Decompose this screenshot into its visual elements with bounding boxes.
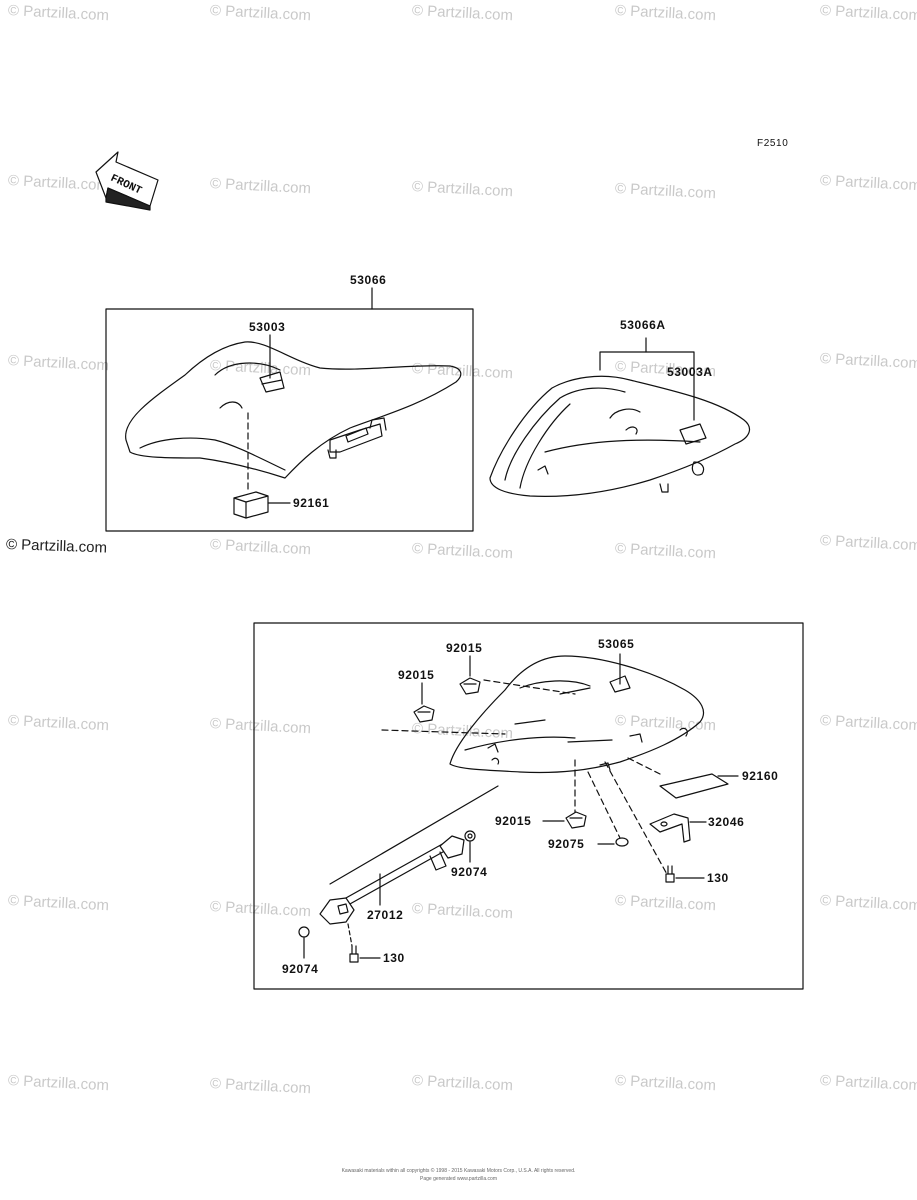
dashed-92015-b [381,729,506,735]
seat-base-53065-drawing [449,655,705,774]
clip-92015-top-drawing [459,677,481,695]
dashed-92015-a [483,679,576,695]
part-92160-drawing [659,773,729,799]
seat-assembly-box [105,308,474,532]
bracket-53066A [599,351,695,421]
part-label-92074-right: 92074 [451,865,488,879]
part-label-130-right: 130 [707,871,729,885]
part-32046-drawing [649,813,691,843]
part-label-27012: 27012 [367,908,404,922]
part-label-53066A: 53066A [620,318,666,332]
part-label-92015-bottom: 92015 [495,814,532,828]
part-92161-drawing [233,491,269,519]
bolt-130-left-drawing [349,945,359,963]
seat-parts-box [253,622,804,990]
clip-92015-left-drawing [413,705,435,723]
part-label-92015-left: 92015 [398,668,435,682]
rod-27012-drawing [319,835,465,925]
part-92074-right-drawing [464,830,476,842]
part-label-53066: 53066 [350,273,387,287]
part-label-92161: 92161 [293,496,330,510]
copyright-line-2: Page generated www.partzilla.com [420,1176,497,1182]
part-label-92160: 92160 [742,769,779,783]
figure-code: F2510 [757,138,789,149]
part-label-92074-left: 92074 [282,962,319,976]
front-arrow-icon: FRONT [95,151,159,211]
part-label-53065: 53065 [598,637,635,651]
seat-cowl-53066A-drawing [489,375,751,497]
part-label-92015-top: 92015 [446,641,483,655]
bolt-130-right-drawing [665,865,675,883]
part-92074-left-drawing [298,926,310,938]
dashed-130-right [604,761,669,877]
dashed-92160 [627,757,661,775]
part-label-130-left: 130 [383,951,405,965]
part-92075-drawing [615,837,629,847]
part-label-53003: 53003 [249,320,286,334]
seat-53066-drawing [125,341,462,479]
part-label-32046: 32046 [708,815,745,829]
part-label-53003A: 53003A [667,365,713,379]
copyright-line-1: Kawasaki materials within all copyrights… [341,1168,576,1174]
part-label-92075: 92075 [548,837,585,851]
dashed-92075 [587,771,621,839]
dashed-130-left [347,923,353,947]
clip-92015-bottom-drawing [565,811,587,829]
rod-guide-line [329,785,499,885]
